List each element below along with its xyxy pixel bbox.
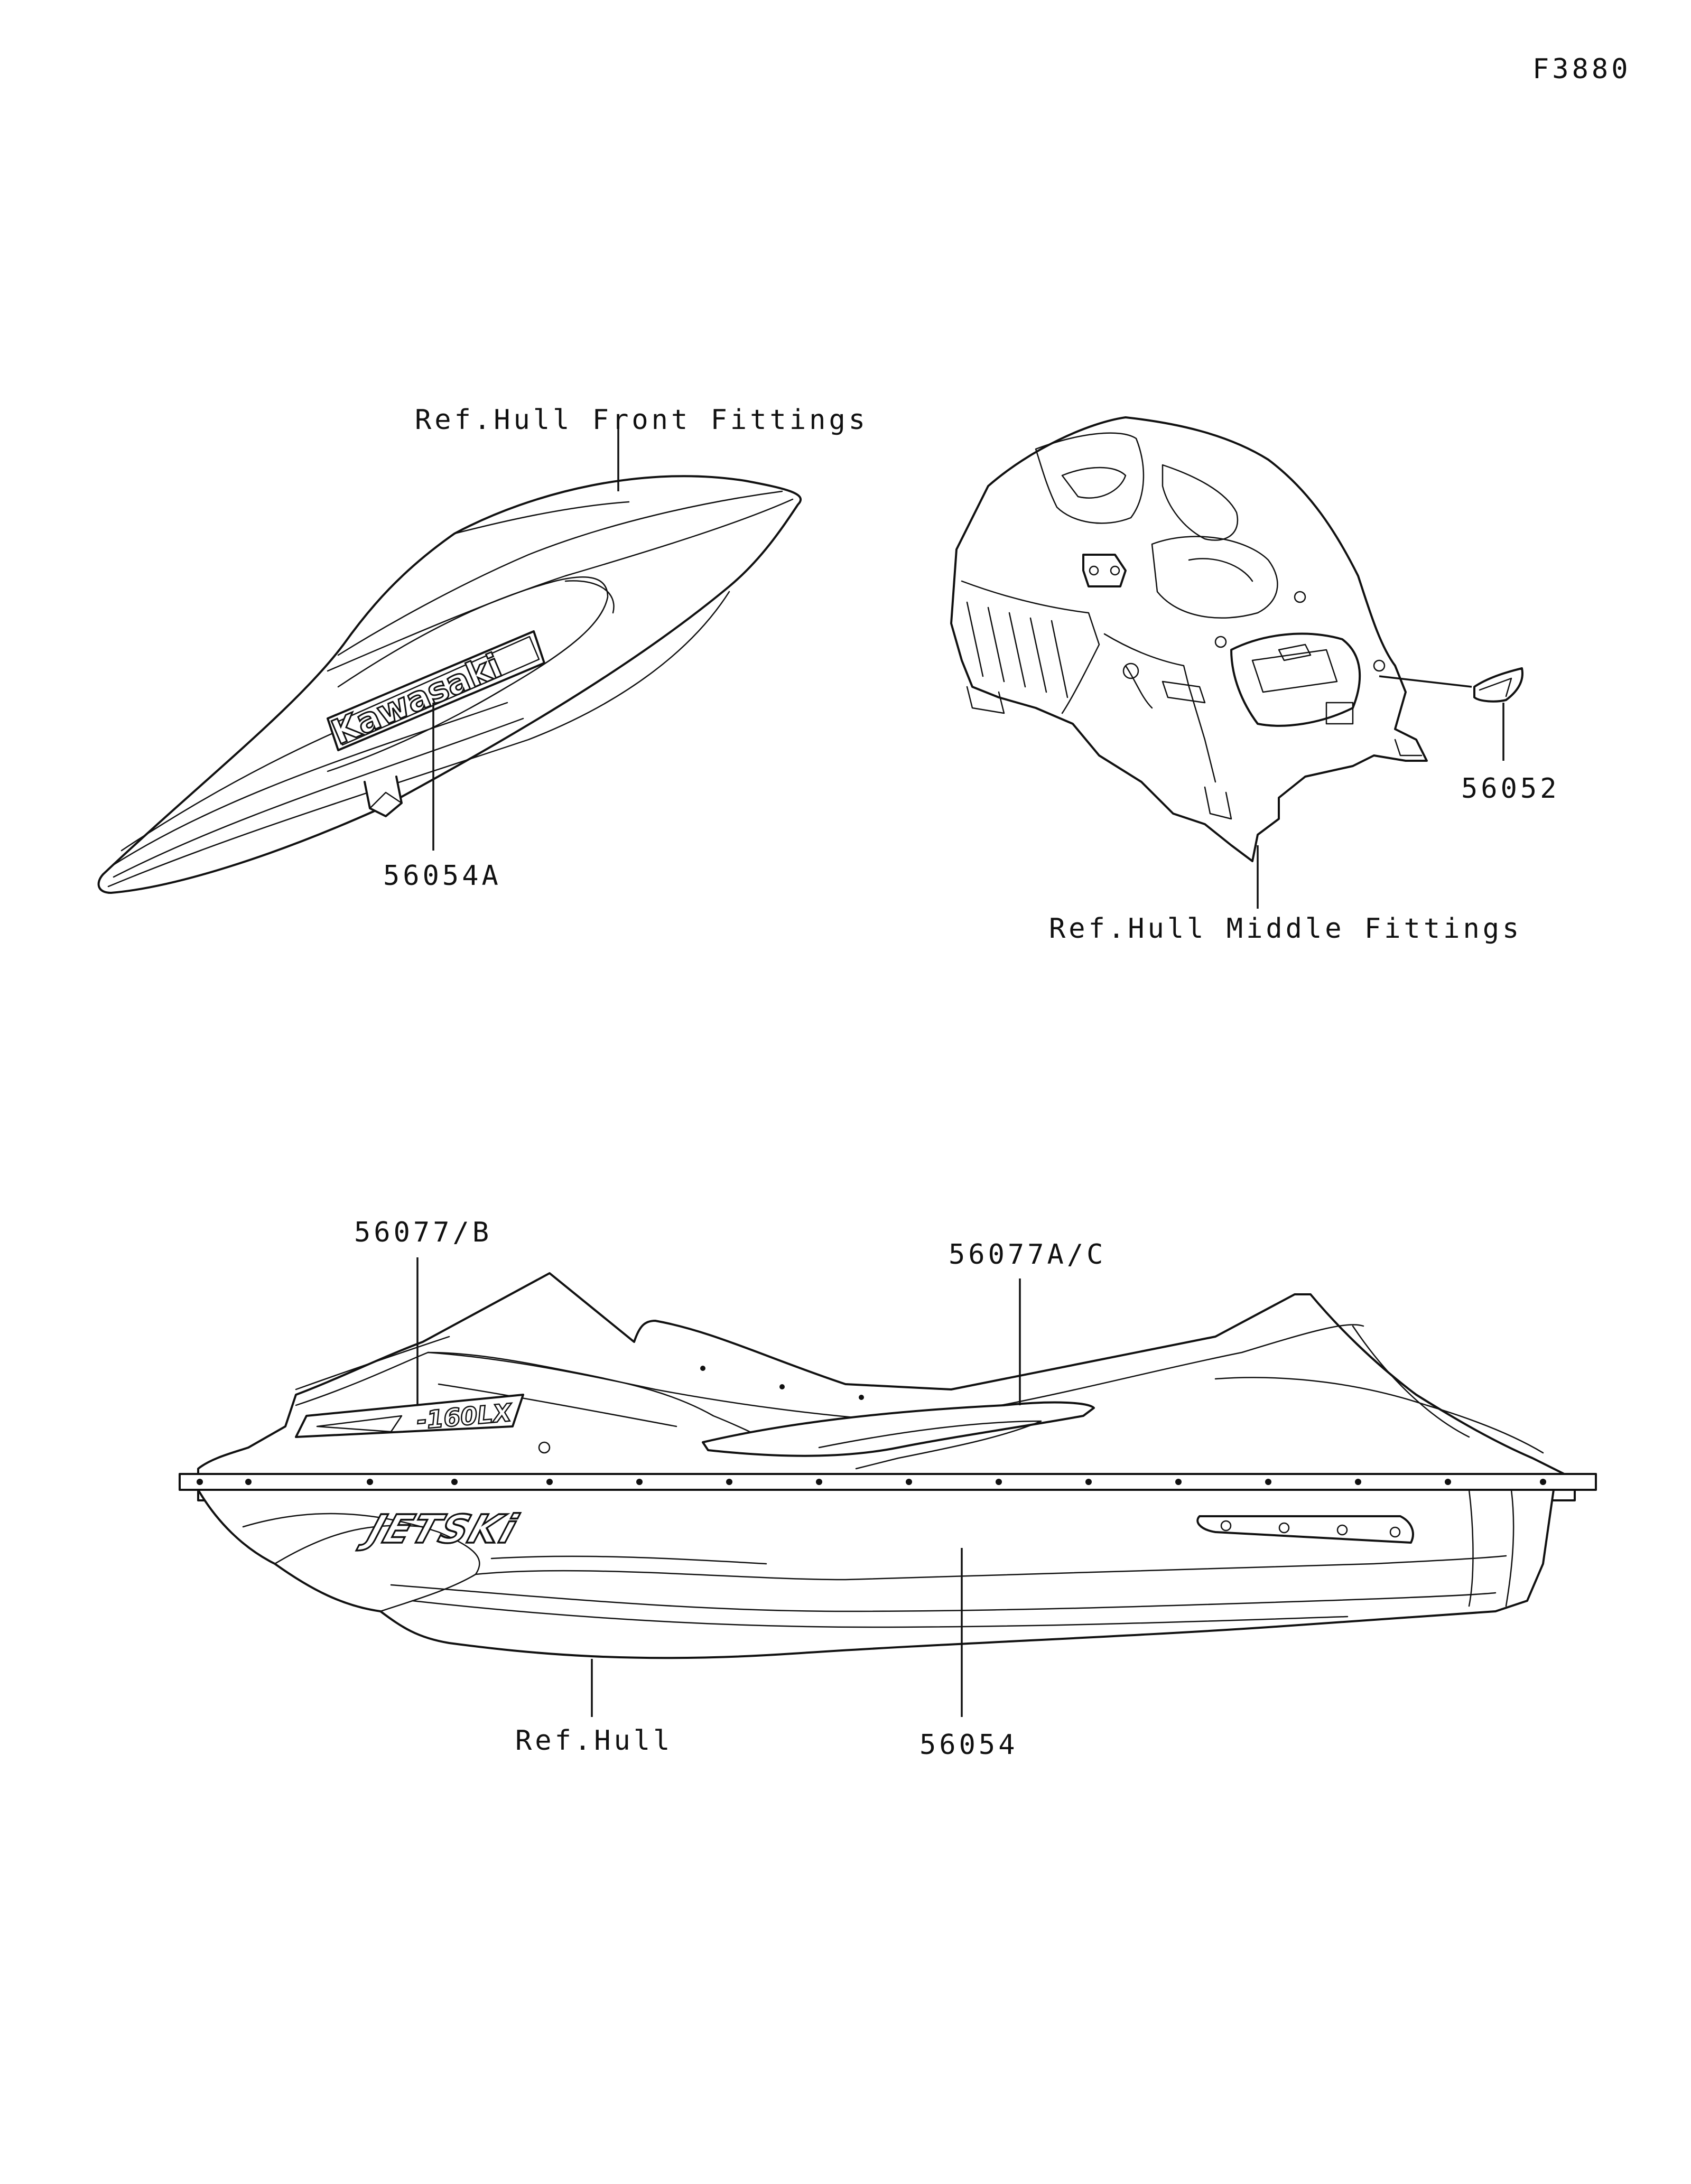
leader-56052-a <box>1379 675 1472 688</box>
label-56054A: 56054A <box>383 860 501 892</box>
label-56077B: 56077/B <box>354 1217 492 1248</box>
watercraft-drawing: -160LX <box>179 1272 1597 1659</box>
decal-56052 <box>1473 667 1523 703</box>
label-ref-hull-front: Ref.Hull Front Fittings <box>415 404 868 436</box>
gunwale-rivets <box>197 1479 1546 1485</box>
jetski-decal-text: JETSKi <box>356 1507 523 1552</box>
label-ref-hull: Ref.Hull <box>515 1725 673 1757</box>
label-56054: 56054 <box>919 1729 1018 1761</box>
figure-id: F3880 <box>1532 53 1631 85</box>
label-ref-hull-middle: Ref.Hull Middle Fittings <box>1049 913 1522 945</box>
label-56077AC: 56077A/C <box>949 1239 1106 1271</box>
label-56052: 56052 <box>1461 773 1560 805</box>
middle-deck-drawing <box>950 416 1428 862</box>
decal-56077AC <box>702 1401 1095 1470</box>
front-deck-drawing: Kawasaki <box>97 475 802 894</box>
